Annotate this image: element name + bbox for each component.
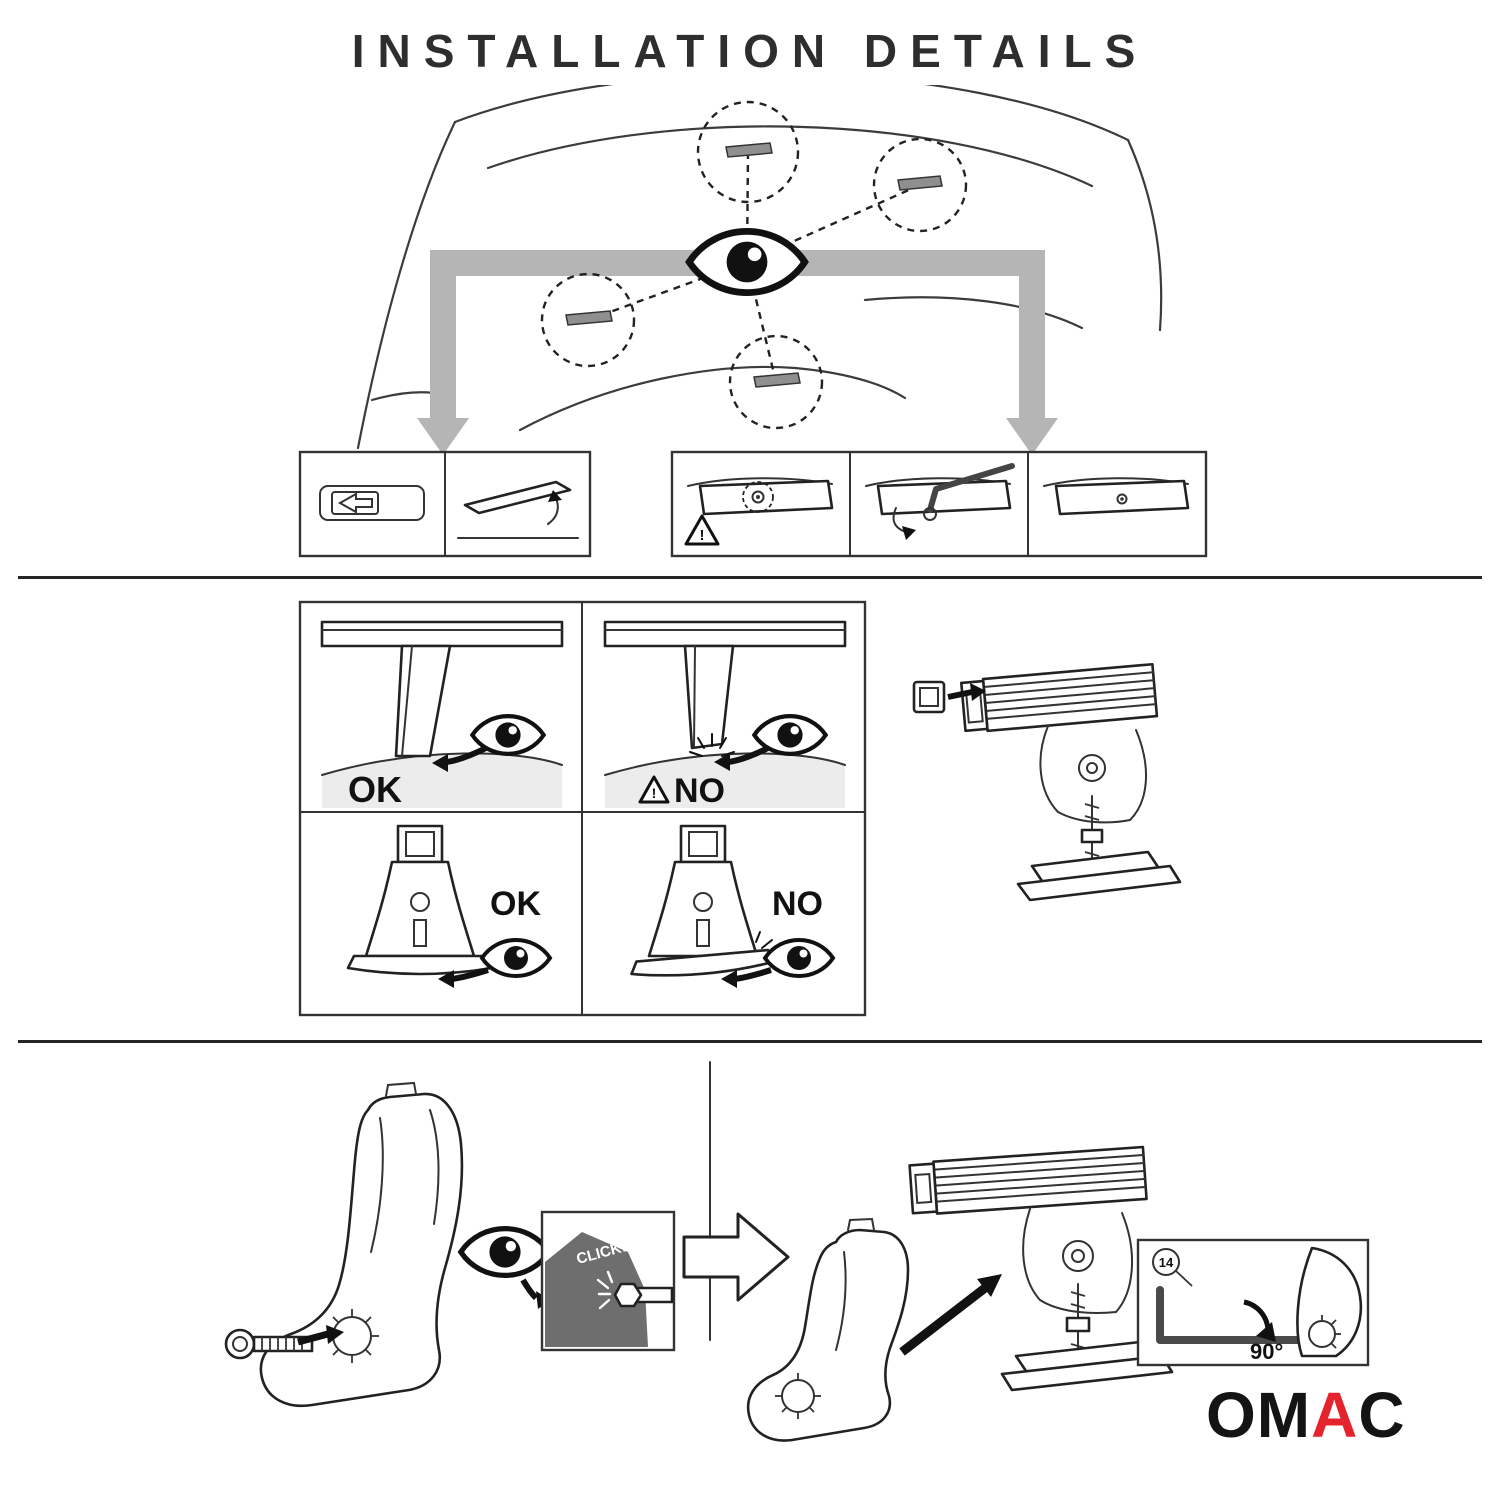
allen-key-icon bbox=[1156, 1286, 1320, 1344]
logo-om: OM bbox=[1206, 1379, 1312, 1451]
panel-cover-closed bbox=[1043, 477, 1190, 516]
warning-icon bbox=[638, 775, 670, 804]
panel-slide-cover bbox=[319, 485, 425, 521]
down-arrow-left-icon bbox=[417, 418, 469, 455]
tool-size-label: 14 bbox=[1159, 1255, 1174, 1270]
ok-label: OK bbox=[348, 769, 402, 810]
screw bbox=[224, 1325, 344, 1360]
eye-icon bbox=[689, 231, 805, 292]
warning-icon bbox=[684, 514, 720, 546]
cell-foot-no: NO bbox=[630, 824, 835, 988]
foot-cover bbox=[746, 1217, 910, 1442]
page-title: INSTALLATION DETAILS bbox=[351, 25, 1149, 77]
clamp-foot bbox=[1016, 725, 1182, 902]
section-alignment-check: OK ! bbox=[298, 600, 1182, 1017]
section-divider bbox=[18, 1040, 1482, 1043]
fixpoint-circle bbox=[872, 137, 968, 233]
cell-profile-ok: OK bbox=[320, 620, 564, 810]
clamp-foot bbox=[1000, 1208, 1174, 1392]
eye-icon bbox=[763, 938, 835, 978]
foot-partial bbox=[1296, 1246, 1363, 1358]
warning-exclaim: ! bbox=[700, 527, 705, 544]
fixpoint-slot bbox=[565, 310, 613, 326]
fixpoint-slot bbox=[897, 175, 943, 191]
cell-profile-no: ! NO bbox=[603, 620, 847, 810]
crossbar-endcap-assembly bbox=[912, 662, 1182, 902]
impact-spark-icon bbox=[596, 1270, 614, 1310]
no-label: NO bbox=[772, 885, 823, 923]
panel-bolt-located: ! bbox=[684, 477, 834, 546]
detail-box-cover bbox=[298, 450, 592, 558]
down-arrow-right-icon bbox=[1006, 418, 1058, 455]
torque-detail-panel: 14 90° bbox=[1136, 1238, 1370, 1367]
bar-clamp-assembly bbox=[746, 1145, 1174, 1442]
eye-icon bbox=[461, 1229, 549, 1276]
comparison-grid: OK ! bbox=[298, 600, 867, 1017]
fixpoint-circle bbox=[540, 272, 636, 368]
end-cap bbox=[912, 680, 986, 714]
cell-foot-ok: OK bbox=[346, 824, 552, 988]
warning-exclaim: ! bbox=[652, 785, 657, 801]
click-bolt bbox=[613, 1282, 674, 1308]
logo-a: A bbox=[1311, 1379, 1359, 1451]
gap-spark bbox=[689, 733, 735, 757]
car-outline bbox=[356, 85, 1163, 450]
next-step-arrow-icon bbox=[682, 1212, 790, 1302]
fixpoint-slot bbox=[725, 142, 773, 158]
ok-label: OK bbox=[490, 885, 541, 923]
detail-box-bolt: ! bbox=[670, 450, 1208, 558]
click-detail-panel: CLICK! bbox=[540, 1210, 676, 1352]
section-locate-fixpoints: ! bbox=[298, 85, 1208, 558]
fixpoint-slot bbox=[753, 372, 801, 388]
slide-arrow-icon bbox=[337, 492, 373, 514]
foot-with-screw bbox=[224, 1081, 464, 1408]
allen-key-icon bbox=[927, 463, 1015, 513]
panel-open-cover bbox=[457, 480, 579, 539]
section-divider bbox=[18, 576, 1482, 579]
section-foot-assembly: CLICK! bbox=[224, 1061, 1370, 1442]
fixpoint-circle bbox=[728, 334, 824, 430]
no-label: NO bbox=[674, 772, 725, 810]
panel-tighten-bolt bbox=[865, 463, 1015, 540]
fixpoint-circle bbox=[696, 100, 800, 204]
angle-label: 90° bbox=[1250, 1339, 1283, 1364]
eye-icon bbox=[480, 938, 552, 978]
logo-c: C bbox=[1358, 1379, 1406, 1451]
